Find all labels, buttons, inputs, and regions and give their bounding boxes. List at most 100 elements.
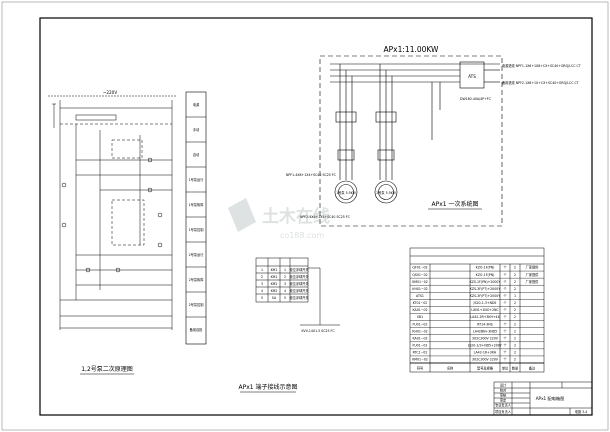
equip-cell: LXN1+1NO+2NC — [471, 308, 499, 312]
cable-label-2: NPF2-4X6+1X4+SC40 SC25 FC — [300, 215, 351, 219]
watermark-sub: co188.com — [280, 231, 324, 240]
equip-cell: KZS-3F(PT)+2000Y — [470, 287, 500, 291]
equip-cell: 厂家提供 — [526, 272, 540, 277]
ats-model: DW160-40A/4P+FC — [460, 97, 492, 101]
equip-cell: KT01~02 — [413, 301, 428, 305]
supply-label-1: 电源进线 NPF1-1X6+1X8+CX+SC40+GRQ/LCC CT — [502, 63, 581, 68]
equip-cell: KH01~02 — [412, 287, 427, 291]
equip-footer-cell: 备注 — [529, 366, 536, 371]
equip-cell: KZO-1F(PN) — [476, 273, 495, 277]
equip-cell: JS20-1-3+ND5 — [473, 301, 497, 305]
control-label-texts: 电源 手动 自动 1号泵运行 1号泵故障 1号泵控制 2号泵运行 2号泵故障 2… — [189, 102, 205, 332]
equip-cell: 2 — [514, 344, 516, 348]
terminal-cell: 4 — [261, 289, 263, 293]
equip-cell: 2 — [514, 287, 516, 291]
equip-cell: LA42-1R+3KH — [474, 351, 497, 355]
terminal-cell: 5 — [284, 296, 286, 300]
equip-cell: 个 — [503, 322, 507, 326]
equip-cell: 3X2C300V 220V — [472, 358, 499, 362]
cable-label-1: NPF1-4X6+1X4+SC40 SC25 FC — [286, 173, 337, 177]
equip-cell: RTC1~02 — [413, 351, 428, 355]
equip-cell: ATS1 — [416, 294, 424, 298]
title-block — [493, 381, 593, 416]
terminal-cell: SA — [272, 296, 277, 300]
control-label: 2号泵故障 — [189, 277, 205, 282]
equip-cell: 个 — [503, 280, 507, 284]
equip-cell: LA42-2R+3KH+4X — [470, 315, 500, 319]
terminal-cell: KM2 — [271, 282, 278, 286]
equip-cell: 2 — [514, 301, 516, 305]
terminal-cell: 2 — [284, 275, 286, 279]
terminal-cell: 液位浮球开关 — [289, 295, 309, 300]
control-label: 1号泵控制 — [189, 227, 204, 232]
control-label: 1号泵运行 — [189, 177, 205, 182]
control-label: 2号泵控制 — [189, 302, 204, 307]
terminal-cell: 3 — [261, 282, 263, 286]
terminal-cell: 4 — [284, 289, 286, 293]
equip-cell: QF01~02 — [412, 266, 427, 270]
equip-cell: 个 — [503, 351, 507, 355]
equip-cell: JS20-1/3+ND5+200Y — [467, 344, 502, 348]
primary-diagram — [319, 55, 503, 227]
primary-diagram-title: APx1 一次系统图 — [432, 200, 479, 208]
equip-footer-cell: 单位 — [502, 366, 509, 371]
voltage-label: ~220V — [103, 90, 118, 95]
terminal-rows: 1 KM1 1 液位浮球开关 2 KM1 2 液位浮球开关 3 KM2 3 液位… — [261, 267, 309, 300]
terminal-cell: 3 — [284, 282, 286, 286]
equip-footer-cell: 型号及规格 — [477, 366, 494, 371]
role-label: 专业负责人 — [495, 403, 512, 408]
equip-cell: 个 — [503, 344, 507, 348]
terminal-cell: 1 — [284, 268, 286, 272]
title-block-texts: 设计 校对 审核 审定 专业负责人 项目负责人 APx1 配电箱图 电施 3-4 — [495, 383, 587, 415]
equip-cell: 个 — [503, 301, 507, 305]
equip-cell: 2 — [514, 351, 516, 355]
equip-cell: KA01~02 — [413, 336, 428, 340]
equip-cell: 2 — [514, 273, 516, 277]
equip-footer-cell: 数量 — [512, 366, 519, 371]
project-title: APx1 配电箱图 — [536, 395, 565, 402]
motor-2-label: 2号泵 5.5KW — [376, 190, 396, 195]
equip-cell: 个 — [503, 308, 507, 312]
motor-1-label: 1号泵 5.5KW — [336, 190, 356, 195]
equip-cell: 2 — [514, 358, 516, 362]
equip-cell: 3X2C300V 220V — [472, 336, 499, 340]
equip-cell: 2 — [514, 308, 516, 312]
terminal-cell: 液位浮球开关 — [289, 288, 309, 293]
equip-cell: LA42BN+3ND5 — [473, 329, 497, 333]
equip-cell: 个 — [503, 266, 507, 270]
equip-footer-cell: 名称 — [447, 366, 454, 371]
equip-cell: 个 — [503, 329, 507, 333]
equip-cell: 个 — [503, 358, 507, 362]
terminal-cell: 5 — [261, 296, 263, 300]
apx1-title: APx1:11.00KW — [384, 45, 440, 54]
watermark: 土木在线 co188.com — [228, 198, 330, 240]
control-label: 备用自投 — [190, 327, 204, 332]
role-label: 设计 — [500, 383, 507, 388]
equip-cell: FU01~02 — [413, 344, 428, 348]
terminal-cable: KVV-14X1.5 SC25 FC — [301, 329, 335, 333]
terminal-cell: 液位浮球开关 — [289, 267, 309, 272]
equip-cell: 2 — [514, 322, 516, 326]
control-label: 2号泵运行 — [189, 252, 205, 257]
equip-cell: 2 — [514, 336, 516, 340]
terminal-cell: 液位浮球开关 — [289, 274, 309, 279]
supply-label-2: 备用进线 NPF2-1X8+1X+CX+SC40+GRQ/LCC CT — [502, 80, 579, 85]
control-label: 1号泵故障 — [189, 202, 205, 207]
role-label: 校对 — [500, 388, 507, 393]
equip-cell: 2 — [514, 266, 516, 270]
equip-cell: 个 — [503, 294, 507, 298]
equip-cell: 2 — [514, 329, 516, 333]
watermark-main: 土木在线 — [262, 206, 330, 227]
equip-cell: 2 — [514, 280, 516, 284]
role-label: 审定 — [500, 398, 507, 403]
equip-cell: 个 — [503, 336, 507, 340]
equip-cell: KM01~02 — [412, 358, 428, 362]
equip-cell: 1 — [514, 294, 516, 298]
equip-cell: KM01~02 — [412, 280, 428, 284]
terminal-cell: 2 — [261, 275, 263, 279]
control-diagram-title: 1,2号泵二次原理图 — [81, 365, 133, 373]
terminal-cell: 1 — [261, 268, 263, 272]
